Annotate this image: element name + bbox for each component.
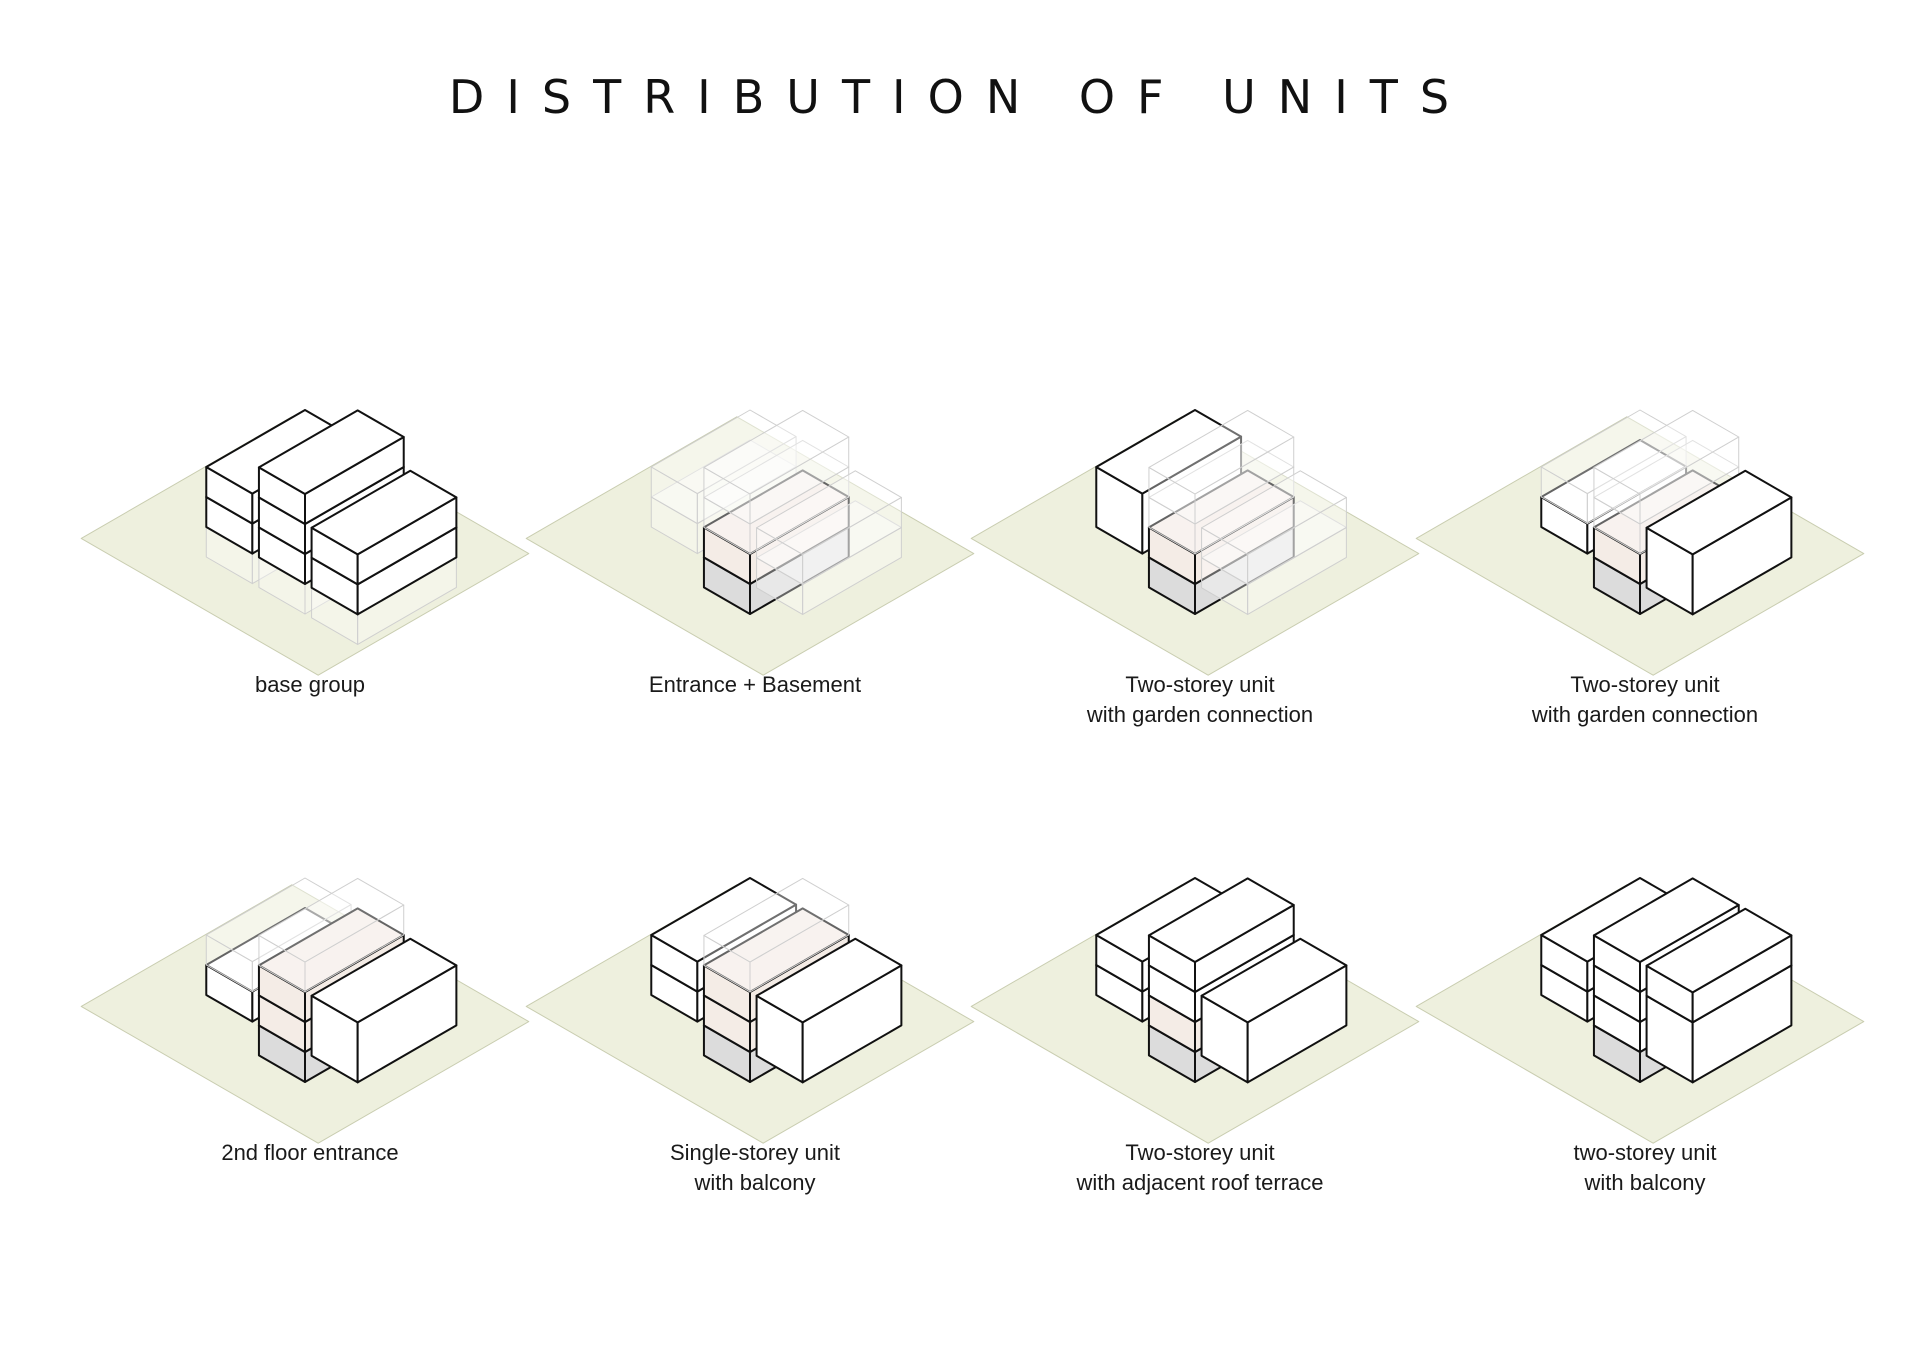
diagram-base-group: base group: [80, 350, 530, 790]
diagram-second-floor-entrance: 2nd floor entrance: [80, 818, 530, 1258]
isometric-drawing: [1415, 877, 1865, 1144]
diagram-two-storey-balcony: two-storey unit with balcony: [1415, 818, 1865, 1258]
block-top: [756, 470, 902, 555]
block-top: [755, 937, 903, 1024]
diagram-caption: base group: [254, 672, 366, 697]
block-top: [205, 877, 352, 963]
isometric-drawing: [80, 877, 530, 1144]
block-top: [1148, 409, 1295, 495]
block-top: [1592, 877, 1740, 963]
block-top: [1095, 409, 1243, 495]
diagram-caption: Two-storey unit with adjacent roof terra…: [1076, 1140, 1324, 1195]
block-top: [1645, 907, 1793, 994]
block-top: [650, 409, 797, 495]
block-top: [650, 877, 798, 963]
diagram-single-storey-balcony: Single-storey unit with balcony: [525, 818, 975, 1258]
diagram-entrance-basement: Entrance + Basement: [525, 350, 975, 790]
diagram-caption: Entrance + Basement: [648, 672, 862, 697]
isometric-drawing: [525, 409, 975, 676]
block-top: [310, 937, 458, 1024]
diagram-two-storey-garden-a: Two-storey unit with garden connection: [970, 350, 1420, 790]
isometric-drawing: [1415, 409, 1865, 676]
diagram-two-storey-roof-terrace: Two-storey unit with adjacent roof terra…: [970, 818, 1420, 1258]
diagram-caption: 2nd floor entrance: [221, 1140, 399, 1165]
isometric-drawing: [970, 409, 1420, 676]
block-top: [1593, 409, 1740, 495]
isometric-drawing: [525, 877, 975, 1144]
isometric-drawing: [970, 877, 1420, 1144]
diagram-caption: Single-storey unit with balcony: [670, 1140, 840, 1195]
diagram-caption: Two-storey unit with garden connection: [1086, 672, 1314, 727]
isometric-drawing: [80, 409, 530, 676]
diagram-caption: two-storey unit with balcony: [1573, 1140, 1717, 1195]
block-top: [703, 409, 850, 495]
block-top: [1201, 470, 1347, 555]
block-top: [257, 409, 405, 495]
diagram-caption: Two-storey unit with garden connection: [1531, 672, 1759, 727]
block-top: [1200, 937, 1348, 1024]
block-top: [1540, 409, 1687, 495]
page-title: DISTRIBUTION OF UNITS: [448, 70, 1472, 124]
diagram-two-storey-garden-b: Two-storey unit with garden connection: [1415, 350, 1865, 790]
block-top: [310, 469, 458, 556]
block-top: [258, 877, 405, 963]
block-top: [703, 877, 850, 963]
block-top: [1645, 469, 1793, 556]
block-top: [1147, 877, 1295, 963]
